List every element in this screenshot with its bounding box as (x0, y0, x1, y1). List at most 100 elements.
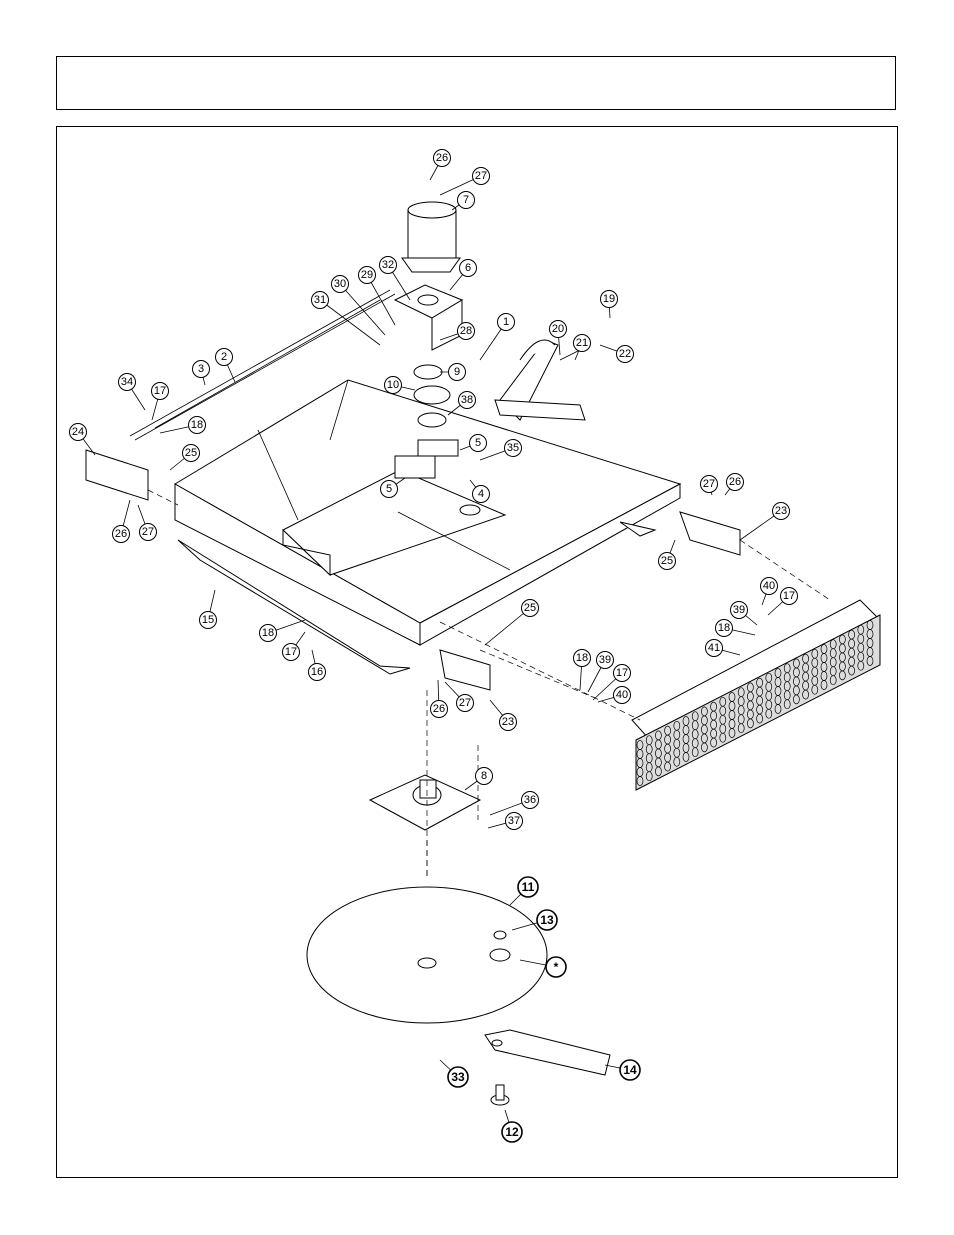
callout-26: 26 (429, 149, 451, 181)
callout-14: 14 (604, 1059, 641, 1081)
callout-26: 26 (430, 679, 448, 718)
callout-label: 5 (475, 437, 481, 449)
chain-link (857, 660, 865, 671)
skid-shoes (177, 521, 657, 675)
callout-label: 12 (505, 1125, 519, 1139)
callout-label: 7 (463, 194, 469, 206)
callout-label: 17 (154, 385, 166, 397)
callout-36: 36 (489, 791, 539, 816)
callout-label: 17 (285, 646, 297, 658)
callout-label: 39 (733, 604, 745, 616)
callout-3: 3 (192, 360, 210, 386)
callout-5: 5 (380, 477, 406, 498)
callout-label: 31 (314, 294, 326, 306)
callout-label: 27 (459, 697, 471, 709)
callout-40: 40 (760, 577, 778, 606)
callout-label: 38 (461, 394, 473, 406)
callout-10: 10 (384, 376, 416, 394)
callout-label: 20 (552, 323, 564, 335)
callout-27: 27 (444, 681, 474, 712)
callout-27: 27 (137, 504, 157, 541)
mower-blade (484, 1029, 611, 1076)
chain-guard (631, 599, 881, 791)
chain-link (848, 665, 855, 676)
callout-label: 1 (503, 316, 509, 328)
chain-link (774, 704, 782, 714)
chain-link (728, 728, 736, 738)
chain-link (655, 766, 662, 777)
callout-17: 17 (592, 664, 631, 701)
callout-label: 27 (475, 170, 487, 182)
chain-link (820, 680, 828, 690)
callout-24: 24 (69, 423, 96, 456)
callout-label: 26 (436, 152, 448, 164)
callout-label: 2 (221, 351, 227, 363)
callout-32: 32 (379, 256, 411, 301)
callout-label: 18 (191, 419, 203, 431)
callout-star: * (519, 956, 567, 978)
callout-31: 31 (311, 291, 381, 346)
chain-link (811, 684, 819, 695)
bearing-stack (394, 364, 459, 479)
callout-39: 39 (587, 651, 614, 693)
callout-label: 40 (616, 689, 628, 701)
callout-leader (366, 274, 396, 326)
chain-link (829, 675, 837, 686)
callout-label: 3 (198, 363, 204, 375)
chain-link (802, 689, 809, 700)
callout-30: 30 (331, 275, 386, 336)
chain-link (737, 723, 745, 734)
callout-29: 29 (358, 266, 396, 326)
chain-link (682, 752, 690, 762)
callout-23: 23 (739, 502, 790, 541)
callout-label: 16 (311, 666, 323, 678)
callout-label: 36 (524, 794, 536, 806)
callout-label: 25 (661, 555, 673, 567)
chain-link (783, 699, 791, 710)
chain-link (673, 756, 681, 767)
callout-22: 22 (599, 344, 634, 363)
hydraulic-motor (401, 201, 461, 273)
callout-label: 23 (502, 716, 514, 728)
callout-18: 18 (159, 416, 206, 434)
callout-label: 33 (451, 1070, 465, 1084)
callout-label: 39 (599, 654, 611, 666)
chain-link (765, 708, 773, 719)
callout-8: 8 (464, 767, 493, 791)
header-box (56, 56, 896, 110)
callout-label: 24 (72, 426, 84, 438)
callout-label: 18 (718, 622, 730, 634)
callout-16: 16 (308, 649, 326, 681)
chain-link (866, 656, 874, 666)
callout-label: 21 (576, 337, 588, 349)
callout-19: 19 (600, 290, 618, 319)
callout-11: 11 (509, 876, 539, 906)
callout-40: 40 (597, 686, 631, 704)
callout-2: 2 (215, 348, 236, 383)
callout-label: 5 (386, 483, 392, 495)
chain-link (691, 747, 699, 758)
callout-label: 9 (454, 366, 460, 378)
callout-leader (339, 283, 386, 336)
callout-label: 8 (481, 770, 487, 782)
chain-link (645, 771, 653, 782)
callout-18: 18 (715, 619, 756, 637)
chain-link (701, 742, 708, 753)
callout-15: 15 (199, 589, 217, 629)
callout-label: 28 (460, 325, 472, 337)
callout-33: 33 (439, 1059, 469, 1088)
callout-18: 18 (573, 649, 591, 691)
callout-4: 4 (469, 479, 490, 503)
callout-label: 25 (185, 447, 197, 459)
callout-label: 18 (262, 627, 274, 639)
callout-37: 37 (487, 812, 523, 830)
callout-label: 26 (433, 703, 445, 715)
chain-link (756, 713, 763, 724)
callout-13: 13 (511, 909, 558, 931)
callout-label: * (554, 960, 559, 974)
callout-label: 26 (729, 476, 741, 488)
callout-26: 26 (112, 499, 131, 543)
callout-label: 25 (524, 602, 536, 614)
motor-mount-bracket (393, 284, 464, 351)
callout-23: 23 (489, 699, 517, 731)
